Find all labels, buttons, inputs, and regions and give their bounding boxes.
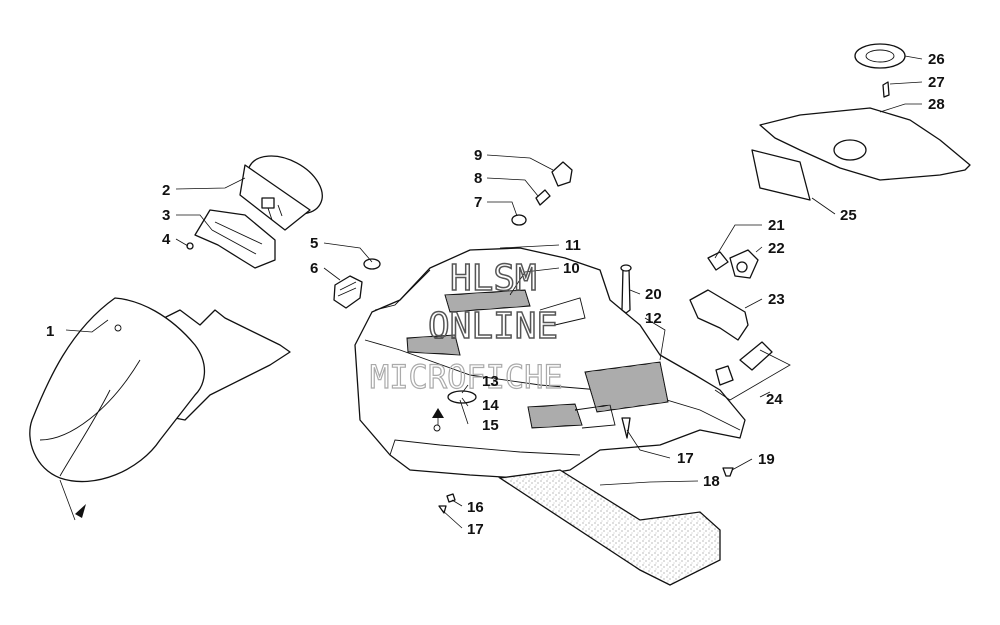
callout-21: 21 (768, 217, 785, 234)
callout-12: 12 (645, 310, 662, 327)
leader-lines (65, 55, 923, 529)
callout-1: 1 (46, 323, 54, 340)
cap-ring-part (854, 43, 906, 98)
callout-4: 4 (162, 231, 171, 248)
callout-17-lower: 17 (467, 521, 484, 538)
callout-24: 24 (766, 391, 783, 408)
callout-7: 7 (474, 194, 482, 211)
connector-part (714, 341, 791, 401)
callout-16: 16 (467, 499, 484, 516)
gauge-bezel-part (194, 209, 276, 269)
callout-5: 5 (310, 235, 318, 252)
callout-3: 3 (162, 207, 170, 224)
callout-22: 22 (768, 240, 785, 257)
screw-16-part (446, 493, 456, 503)
callout-2: 2 (162, 182, 170, 199)
watermark: HLSM ONLINE MICROFICHE (369, 257, 563, 396)
callout-11: 11 (565, 237, 581, 254)
callout-18: 18 (703, 473, 720, 490)
skid-plate-part (498, 469, 721, 586)
clip-part (186, 242, 194, 250)
watermark-line-2: ONLINE (428, 306, 558, 347)
washer-part (363, 258, 381, 270)
bolt-part (620, 264, 632, 314)
fender-part (29, 297, 291, 521)
callout-19: 19 (758, 451, 775, 468)
callout-9: 9 (474, 147, 482, 164)
main-panel-part (354, 247, 746, 479)
watermark-line-3: MICROFICHE (370, 358, 563, 396)
fastener-stack-part (511, 161, 573, 226)
screw-17b-part (621, 417, 631, 439)
bracket-part (689, 249, 759, 341)
screw-17a-part (438, 505, 447, 514)
callout-15: 15 (482, 417, 499, 434)
gauge-part (239, 155, 323, 231)
callout-13: 13 (482, 373, 499, 390)
callout-26: 26 (928, 51, 945, 68)
callout-10: 10 (563, 260, 580, 277)
callout-23: 23 (768, 291, 785, 308)
callout-6: 6 (310, 260, 318, 277)
callout-14: 14 (482, 397, 499, 414)
callout-28: 28 (928, 96, 945, 113)
watermark-line-1: HLSM (450, 258, 537, 299)
windshield-part (751, 107, 971, 201)
callout-8: 8 (474, 170, 482, 187)
switch-part (333, 275, 363, 309)
callout-27: 27 (928, 74, 945, 91)
callout-20: 20 (645, 286, 662, 303)
screw-19-part (722, 467, 734, 477)
callout-17-right: 17 (677, 450, 694, 467)
callout-labels: 1 2 3 4 5 6 7 8 9 10 11 12 13 14 15 16 1… (46, 51, 945, 538)
callout-25: 25 (840, 207, 857, 224)
